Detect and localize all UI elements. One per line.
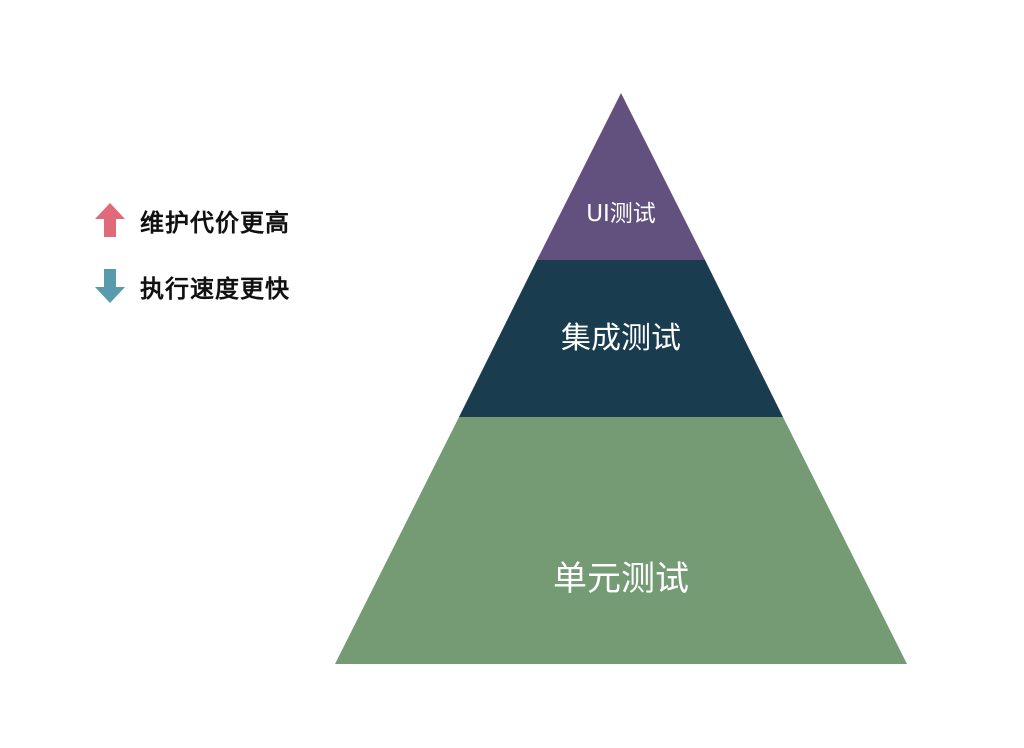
pyramid-tier-unit-label: 单元测试 <box>553 559 689 599</box>
arrow-up-icon <box>94 202 126 238</box>
pyramid-tier-integration <box>459 260 783 417</box>
legend-label-cost: 维护代价更高 <box>140 208 290 237</box>
pyramid-tier-ui-label: UI测试 <box>586 201 656 227</box>
pyramid-tier-ui <box>537 93 705 260</box>
legend-item-speed: 执行速度更快 <box>94 268 290 304</box>
legend-label-speed: 执行速度更快 <box>140 274 290 303</box>
pyramid-tier-unit <box>335 417 907 664</box>
arrow-down-icon <box>94 268 126 304</box>
legend-item-cost: 维护代价更高 <box>94 202 290 238</box>
pyramid-tier-integration-label: 集成测试 <box>561 321 681 356</box>
